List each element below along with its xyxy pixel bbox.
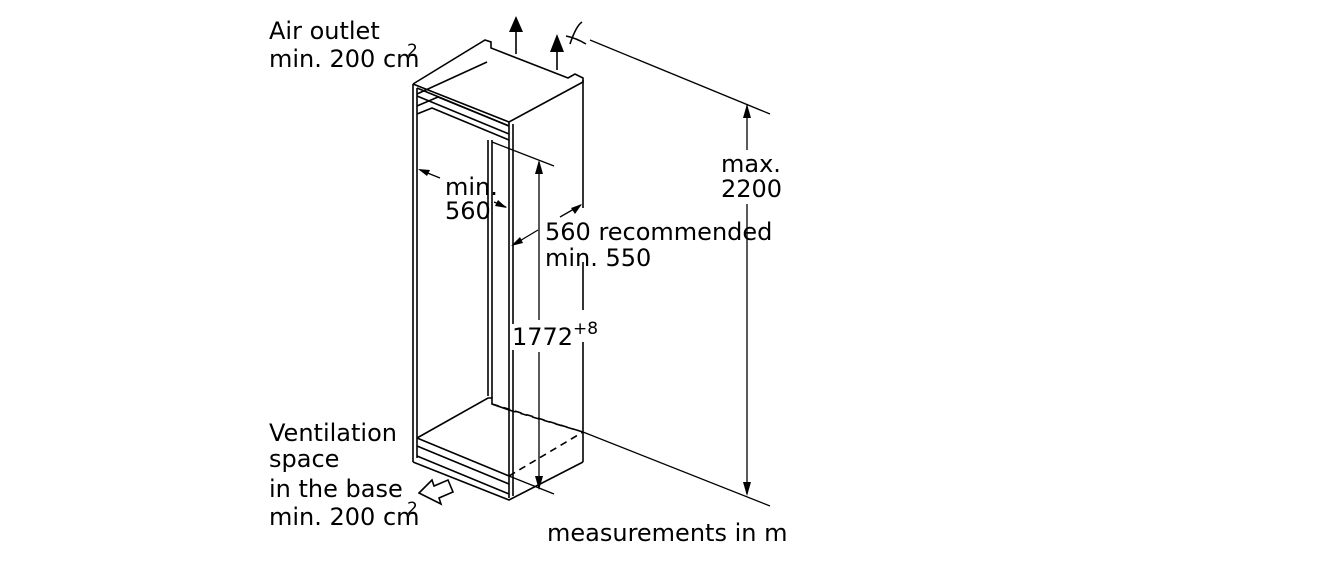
max-height-dim-arrow-top [743, 104, 751, 118]
ventilation-superscript: 2 [407, 499, 418, 519]
niche-base-hidden-line-3 [508, 409, 584, 433]
max-height-dim-arrow-bottom [743, 482, 751, 496]
air-outlet-superscript: 2 [407, 41, 418, 61]
niche-top-outline [412, 39, 584, 123]
height-dim-arrow-bottom [535, 476, 543, 490]
depth-min-label: min. 550 [545, 244, 652, 272]
height-dim-arrow-top [535, 160, 543, 174]
niche-top-panel-lower [416, 96, 510, 127]
niche-base-plate [416, 437, 510, 477]
max-height-ext-line-top [589, 39, 771, 115]
niche-base-plate-2 [416, 445, 510, 485]
air-outlet-arrow-1-head [509, 16, 523, 32]
depth-dim-arrow-front [511, 237, 523, 246]
niche-top-shelf [416, 61, 488, 95]
height-tolerance-label: +8 [573, 319, 599, 339]
ventilation-min-area: min. 200 cm [269, 503, 420, 531]
niche-base-hidden-line-2 [508, 431, 584, 477]
units-note: measurements in m [547, 519, 788, 547]
break-symbol [565, 21, 587, 45]
width-value-label: 560 [445, 197, 491, 225]
max-height-ext-line-bottom [582, 431, 771, 507]
niche-base-front-lower [416, 455, 510, 495]
height-ext-line-top [491, 141, 555, 167]
width-dim-arrow-left [418, 169, 430, 176]
ventilation-label-line1: Ventilation [269, 419, 397, 447]
width-dim-arrow-right [495, 200, 507, 208]
depth-recommended-label: 560 recommended [545, 218, 773, 246]
ventilation-label-line3: in the base [269, 475, 403, 503]
niche-base-front [412, 461, 584, 501]
height-ext-line-bottom [508, 475, 555, 495]
max-height-label: max. [721, 150, 781, 178]
ventilation-inlet-arrow [417, 478, 455, 506]
air-outlet-min-area: min. 200 cm [269, 45, 420, 73]
niche-top-panel-front [416, 95, 510, 135]
niche-base-top [416, 397, 510, 439]
depth-dim-arrow-back [571, 204, 582, 214]
air-outlet-label: Air outlet [269, 17, 380, 45]
niche-base-hidden-line-1 [491, 403, 584, 433]
ventilation-label-line2: space [269, 445, 340, 473]
niche-top-panel-inner [416, 107, 510, 141]
height-value-label: 1772 [512, 323, 574, 351]
width-min-label: min. [445, 173, 498, 201]
max-height-value: 2200 [721, 175, 783, 203]
air-outlet-arrow-2-head [550, 34, 564, 52]
